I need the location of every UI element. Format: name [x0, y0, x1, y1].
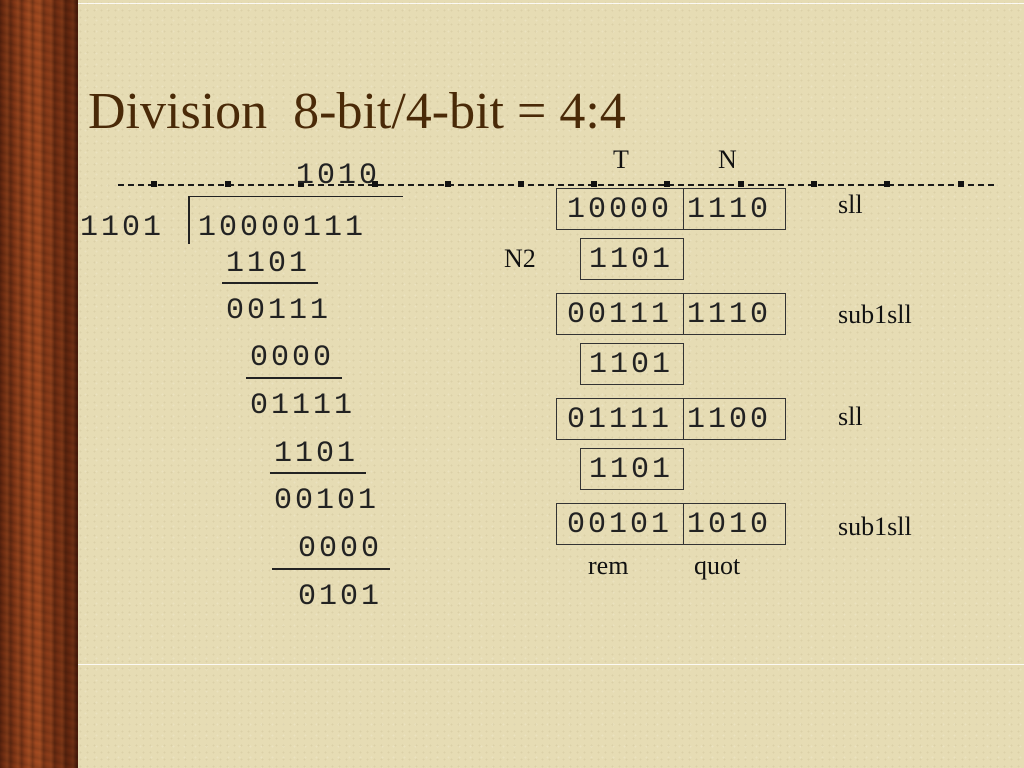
dashed-guide-line — [118, 184, 994, 186]
register-t: 00111 — [567, 298, 673, 332]
wood-border — [0, 0, 78, 768]
register-n2-value: 1101 — [589, 348, 674, 382]
op-label: sll — [838, 190, 863, 219]
step-subtrahend: 0000 — [298, 532, 383, 566]
register-t: 01111 — [567, 403, 673, 437]
n2-label: N2 — [504, 244, 536, 273]
step-subtrahend: 0000 — [250, 341, 335, 375]
guide-marker — [664, 181, 670, 187]
guide-marker — [811, 181, 817, 187]
slide-title: Division 8-bit/4-bit = 4:4 — [88, 83, 626, 140]
register-n2: 1101 — [580, 448, 684, 490]
division-bar — [188, 196, 403, 197]
register-n2-value: 1101 — [589, 453, 674, 487]
divider-line-bottom — [78, 664, 1024, 665]
guide-marker — [298, 181, 304, 187]
op-label: sub1sll — [838, 300, 912, 329]
register-n: 1010 — [687, 508, 772, 542]
register-tn: 00111 1110 — [556, 293, 786, 335]
dividend: 10000111 — [198, 211, 367, 245]
register-divider — [557, 294, 684, 334]
division-bracket — [188, 196, 190, 244]
register-divider — [557, 399, 684, 439]
step-rule — [222, 282, 318, 284]
guide-marker — [738, 181, 744, 187]
guide-marker — [518, 181, 524, 187]
guide-marker — [884, 181, 890, 187]
divider-line-top — [78, 3, 1024, 4]
register-n: 1110 — [687, 193, 772, 227]
op-label: sll — [838, 402, 863, 431]
guide-marker — [445, 181, 451, 187]
step-rule — [270, 472, 366, 474]
register-divider — [557, 504, 684, 544]
step-remainder: 00111 — [226, 294, 332, 328]
op-label: sub1sll — [838, 512, 912, 541]
step-rule — [272, 568, 390, 570]
register-n2: 1101 — [580, 343, 684, 385]
footer-quot: quot — [694, 551, 741, 580]
register-tn: 00101 1010 — [556, 503, 786, 545]
guide-marker — [225, 181, 231, 187]
guide-marker — [591, 181, 597, 187]
register-n2: 1101 — [580, 238, 684, 280]
guide-marker — [372, 181, 378, 187]
guide-marker — [958, 181, 964, 187]
step-remainder: 01111 — [250, 389, 356, 423]
register-t: 00101 — [567, 508, 673, 542]
footer-rem: rem — [588, 551, 629, 580]
header-n: N — [718, 145, 737, 174]
register-tn: 10000 1110 — [556, 188, 786, 230]
final-remainder: 0101 — [298, 580, 383, 614]
register-divider — [557, 189, 684, 229]
register-n: 1110 — [687, 298, 772, 332]
step-subtrahend: 1101 — [226, 247, 311, 281]
step-subtrahend: 1101 — [274, 437, 359, 471]
register-n2-value: 1101 — [589, 243, 674, 277]
guide-marker — [151, 181, 157, 187]
divisor: 1101 — [80, 211, 165, 245]
register-t: 10000 — [567, 193, 673, 227]
register-n: 1100 — [687, 403, 772, 437]
step-rule — [246, 377, 342, 379]
step-remainder: 00101 — [274, 484, 380, 518]
header-t: T — [613, 145, 629, 174]
quotient: 1010 — [296, 159, 381, 193]
register-tn: 01111 1100 — [556, 398, 786, 440]
